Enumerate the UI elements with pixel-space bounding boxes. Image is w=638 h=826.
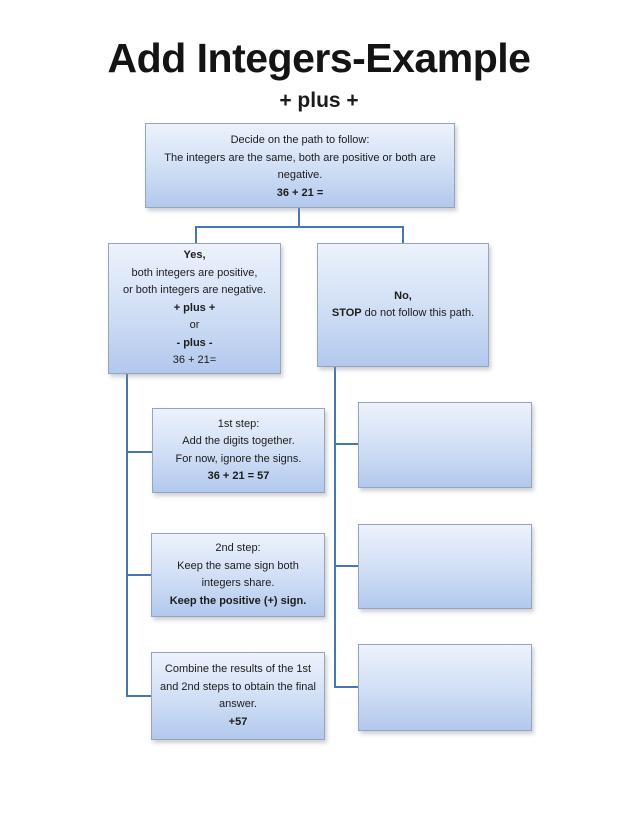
connector-to-no [402, 226, 404, 243]
connector-to-yes [195, 226, 197, 243]
no-stop-rest: do not follow this path. [361, 307, 475, 319]
connector-right-stub-1 [336, 443, 358, 445]
connector-right-trunk [334, 367, 336, 688]
combine-box: Combine the results of the 1st and 2nd s… [151, 652, 325, 740]
page-title: Add Integers-Example [107, 35, 531, 81]
step1-line-1: 1st step: [217, 417, 260, 430]
connector-left-stub-step2 [128, 574, 152, 576]
connector-right-stub-2 [336, 565, 358, 567]
step1-box: 1st step: Add the digits together. For n… [152, 408, 325, 493]
connector-left-trunk [126, 374, 128, 697]
yes-line-7: 36 + 21= [172, 354, 217, 367]
connector-right-stub-3 [336, 686, 358, 688]
connector-left-stub-combine [128, 695, 152, 697]
combine-line-1: Combine the results of the 1st and 2nd s… [160, 663, 316, 710]
decide-line-1: Decide on the path to follow: [230, 134, 370, 146]
empty-box-1 [358, 402, 532, 488]
yes-line-3: or both integers are negative. [122, 284, 267, 297]
step2-line-1: 2nd step: [215, 542, 261, 554]
no-stop-word: STOP [331, 307, 362, 319]
step2-line-2: Keep the same sign both integers share. [177, 559, 299, 590]
yes-line-5: or [189, 319, 200, 332]
empty-box-2 [358, 524, 532, 609]
no-line-1: No, [394, 289, 412, 302]
decide-box: Decide on the path to follow: The intege… [145, 123, 455, 208]
connector-decide-down [298, 207, 300, 227]
yes-box: Yes, both integers are positive, or both… [108, 243, 281, 374]
combine-line-2: +57 [228, 715, 248, 728]
yes-line-2: both integers are positive, [131, 266, 258, 279]
step1-line-4: 36 + 21 = 57 [207, 470, 270, 482]
decide-line-3: 36 + 21 = [276, 186, 324, 199]
empty-box-3 [358, 644, 532, 731]
step1-line-3: For now, ignore the signs. [175, 452, 302, 465]
step2-line-3: Keep the positive (+) sign. [169, 594, 307, 607]
page-subtitle: + plus + [279, 89, 359, 112]
step2-box: 2nd step: Keep the same sign both intege… [151, 533, 325, 617]
yes-line-1: Yes, [183, 249, 206, 262]
decide-line-2: The integers are the same, both are posi… [164, 151, 436, 182]
connector-left-stub-step1 [128, 451, 152, 453]
yes-line-6: - plus - [176, 336, 213, 349]
no-box: No, STOP do not follow this path. [317, 243, 489, 367]
connector-split-horizontal [195, 226, 404, 228]
step1-line-2: Add the digits together. [182, 435, 295, 447]
yes-line-4: + plus + [173, 301, 216, 314]
no-line-2: STOP do not follow this path. [332, 305, 474, 323]
